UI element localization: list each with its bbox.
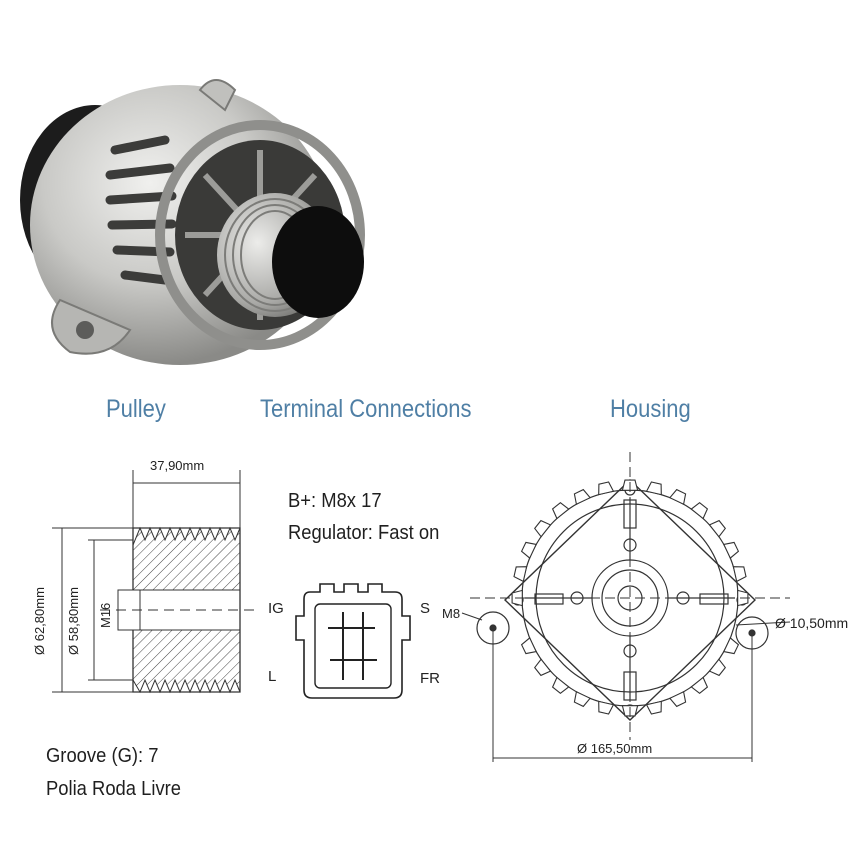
housing-rim-tooth [708, 519, 726, 538]
title-terminal-connections: Terminal Connections [260, 395, 472, 423]
terminal-fr: FR [420, 670, 440, 687]
housing-rim-tooth [722, 541, 740, 559]
housing-rim-tooth [669, 690, 687, 708]
housing-rim-tooth [573, 488, 591, 506]
housing-rim-tooth [669, 488, 687, 506]
housing-rim-tooth [598, 481, 615, 496]
regulator-spec: Regulator: Fast on [288, 522, 440, 544]
terminal-l: L [268, 668, 277, 685]
housing-rim-tooth [722, 637, 740, 655]
housing-rim-tooth [573, 690, 591, 708]
bplus-spec: B+: M8x 17 [288, 490, 382, 512]
housing-hole-diameter: Ø 10,50mm [775, 615, 849, 631]
terminal-s: S [420, 600, 431, 617]
housing-rim-tooth [520, 541, 538, 559]
housing-span-diameter: Ø 165,50mm [577, 741, 653, 756]
housing-rim-tooth [690, 676, 709, 694]
housing-rim-tooth [534, 519, 552, 538]
housing-rim-tooth [645, 481, 662, 496]
title-pulley: Pulley [106, 395, 166, 423]
housing-rim-tooth [513, 566, 528, 583]
groove-count: Groove (G): 7 [46, 745, 159, 767]
housing-rim-tooth [708, 658, 726, 677]
housing-rim-tooth [690, 502, 709, 520]
title-housing: Housing [610, 395, 691, 423]
terminal-ig: IG [268, 600, 284, 617]
pulley-type: Polia Roda Livre [46, 778, 182, 800]
housing-rim-tooth [551, 676, 570, 694]
pulley-width-dimension: 37,90mm [150, 458, 205, 473]
housing-rim-tooth [534, 658, 552, 677]
housing-rim-tooth [732, 566, 747, 583]
housing-rim-tooth [598, 700, 615, 715]
housing-rim-tooth [520, 637, 538, 655]
housing-rim-tooth [645, 700, 662, 715]
housing-bolt-size: M8 [442, 606, 461, 621]
housing-rim-tooth [551, 502, 570, 520]
